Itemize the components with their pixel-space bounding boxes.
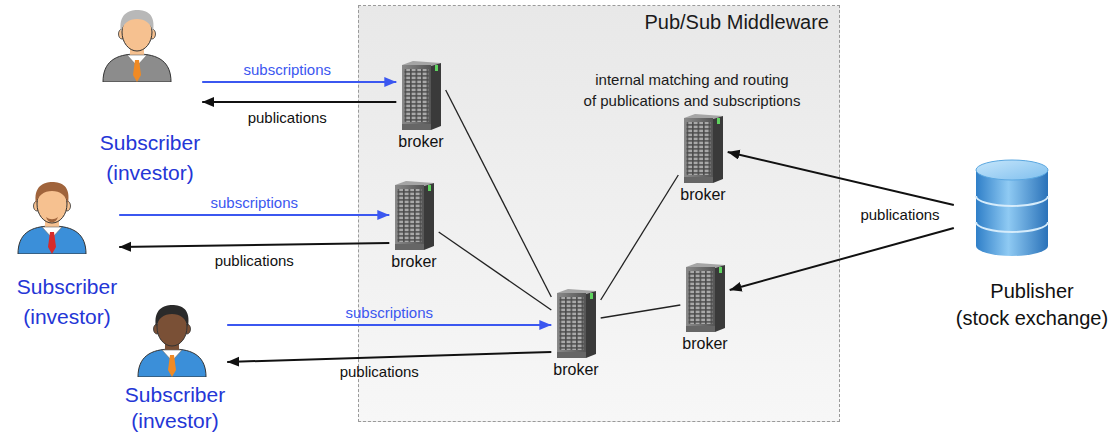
server-icon — [393, 180, 435, 250]
node-label: Publisher (stock exchange) — [956, 278, 1108, 332]
connector — [601, 175, 679, 300]
node-label: Subscriber (investor) — [125, 382, 225, 434]
edge-label: publications — [248, 109, 327, 127]
investor-icon — [14, 180, 90, 254]
node-label: broker — [553, 360, 598, 380]
edge-label: subscriptions — [210, 194, 298, 212]
node-label: broker — [680, 185, 725, 205]
subscriber-node: Subscriber (investor) — [12, 180, 119, 332]
investor-icon — [99, 8, 175, 82]
connector — [439, 232, 552, 310]
server-icon — [555, 288, 597, 358]
broker-node: broker — [396, 60, 445, 152]
connector — [601, 305, 681, 318]
edge-label: subscriptions — [345, 304, 433, 322]
node-label: broker — [398, 132, 443, 152]
publisher-node: Publisher (stock exchange) — [954, 158, 1110, 332]
edge-label: publications — [340, 363, 419, 381]
connector — [119, 214, 389, 216]
edge-label: publications — [860, 206, 939, 224]
subscriber-node: Subscriber (investor) — [123, 303, 227, 434]
server-icon — [684, 262, 726, 332]
connector — [202, 81, 396, 83]
broker-node: broker — [680, 262, 729, 354]
node-label: broker — [682, 334, 727, 354]
connector — [227, 352, 551, 362]
connector — [730, 228, 954, 290]
connector — [119, 243, 389, 247]
middleware-region: Pub/Sub Middleware broker broker broker brok… — [358, 5, 840, 422]
database-icon — [974, 158, 1050, 258]
note-label: internal matching and routing of publica… — [584, 69, 801, 111]
broker-node: broker — [551, 288, 600, 380]
edge-label: publications — [215, 252, 294, 270]
server-icon — [682, 113, 724, 183]
subscriber-node: Subscriber (investor) — [97, 8, 202, 188]
connector — [728, 152, 954, 205]
connector — [446, 90, 552, 297]
node-label: Subscriber (investor) — [17, 272, 117, 332]
connector — [227, 324, 551, 326]
broker-node: broker — [389, 180, 438, 272]
node-label: Subscriber (investor) — [100, 128, 200, 188]
broker-node: broker — [678, 113, 727, 205]
edge-label: subscriptions — [243, 61, 331, 79]
connector — [202, 101, 396, 103]
region-title: Pub/Sub Middleware — [644, 10, 829, 34]
node-label: broker — [391, 252, 436, 272]
investor-icon — [134, 303, 210, 377]
server-icon — [400, 60, 442, 130]
